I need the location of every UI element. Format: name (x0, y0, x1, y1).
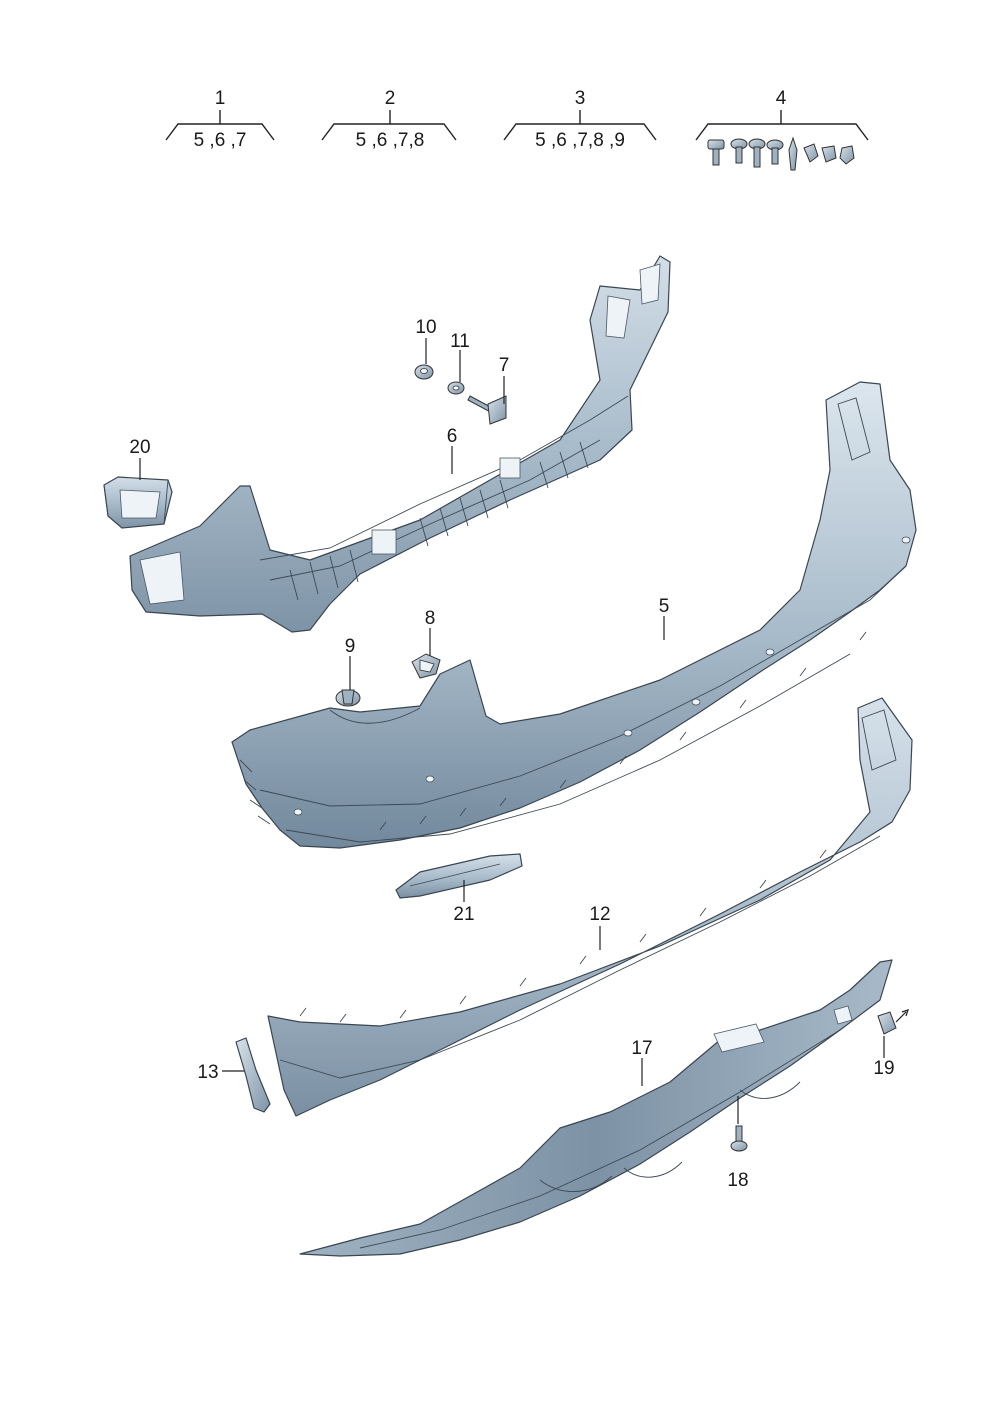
callout-7: 7 (499, 355, 510, 376)
group-contents-3: 5 ,6 ,7,8 ,9 (535, 130, 625, 151)
screw-icon (766, 139, 784, 165)
part-9-clip (335, 689, 361, 707)
callout-18: 18 (727, 1170, 748, 1191)
callout-21: 21 (453, 904, 474, 925)
callout-11: 11 (450, 331, 470, 352)
part-17-diffuser (299, 959, 893, 1257)
screw-icon (730, 138, 748, 164)
callout-19: 19 (873, 1058, 894, 1079)
bumper-lower-clips (379, 631, 867, 831)
callout-20: 20 (129, 437, 150, 458)
callout-leaders (139, 338, 885, 1124)
bolt-icon (707, 139, 725, 166)
clip-icon (821, 145, 837, 163)
group-header-2: 2 5 ,6 ,7,8 (321, 88, 457, 151)
callout-5: 5 (659, 596, 670, 617)
callout-9: 9 (345, 636, 356, 657)
callout-17: 17 (631, 1038, 652, 1059)
spoiler-upper-clips (299, 849, 827, 1023)
group-number-1: 1 (215, 88, 226, 109)
group-contents-2: 5 ,6 ,7,8 (356, 130, 425, 151)
carrier-ribs (289, 441, 589, 601)
clip-icon (803, 143, 819, 163)
part-18-bolt (730, 1125, 748, 1152)
part-20-sensor-bracket (103, 476, 173, 529)
part-19-cap (877, 1009, 909, 1035)
clip-icon (839, 145, 855, 165)
group-header-3: 3 5 ,6 ,7,8 ,9 (503, 88, 657, 151)
group-number-2: 2 (385, 88, 396, 109)
part-6-carrier (129, 255, 671, 633)
part-12-lower-spoiler (267, 697, 913, 1117)
rivet-icon (788, 136, 798, 171)
part-11-washer (447, 381, 465, 395)
callout-6: 6 (447, 426, 458, 447)
group-header-4: 4 (695, 88, 869, 171)
part-5-bumper-cover (231, 381, 917, 849)
callout-labels: 10 11 7 6 20 5 8 9 21 12 13 17 18 19 (129, 317, 894, 1191)
callout-12: 12 (589, 904, 610, 925)
part-13-side-bracket (235, 1037, 271, 1113)
callout-8: 8 (425, 608, 436, 629)
fastener-set-icon (707, 136, 855, 171)
callout-13: 13 (197, 1062, 218, 1083)
part-8-clip (411, 653, 441, 679)
screw-icon (748, 138, 766, 168)
group-number-4: 4 (776, 88, 787, 109)
group-number-3: 3 (575, 88, 586, 109)
part-10-nut (414, 364, 434, 380)
part-7-bolt (467, 395, 507, 425)
part-21-trim-strip (395, 853, 523, 899)
group-contents-1: 5 ,6 ,7 (194, 130, 247, 151)
group-header-1: 1 5 ,6 ,7 (165, 88, 275, 151)
callout-10: 10 (415, 317, 436, 338)
